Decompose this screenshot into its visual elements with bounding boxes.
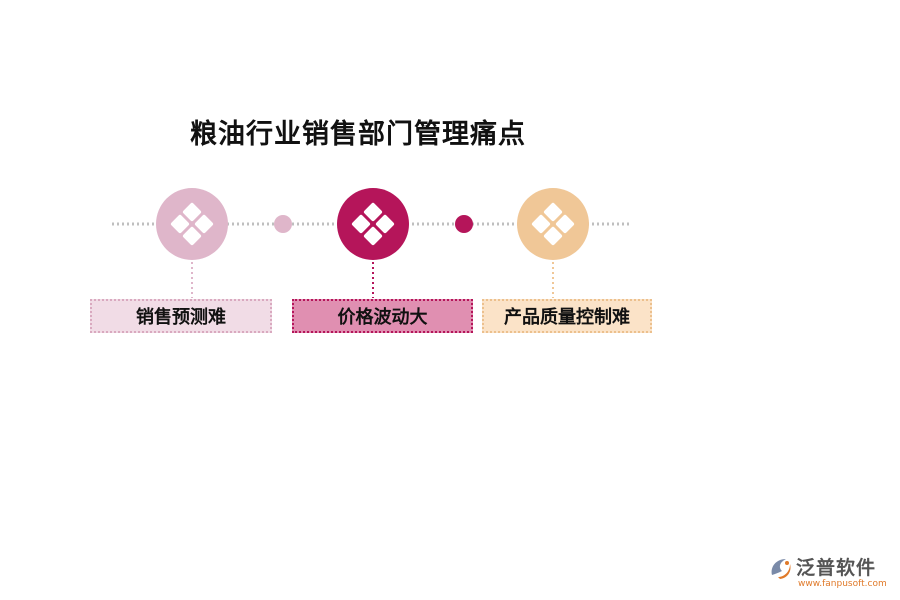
pain-point-node-quality-control bbox=[517, 188, 589, 260]
four-diamond-icon bbox=[531, 202, 575, 246]
connector-dot bbox=[455, 215, 473, 233]
brand-url: www.fanpusoft.com bbox=[798, 579, 887, 589]
pain-point-node-sales-forecast bbox=[156, 188, 228, 260]
connector-dot bbox=[274, 215, 292, 233]
pain-point-node-price-volatility bbox=[337, 188, 409, 260]
diagram-title: 粮油行业销售部门管理痛点 bbox=[190, 119, 526, 150]
four-diamond-icon bbox=[351, 202, 395, 246]
pain-point-label: 产品质量控制难 bbox=[482, 299, 652, 333]
fanpu-logo-icon bbox=[771, 559, 791, 579]
pain-point-label: 价格波动大 bbox=[292, 299, 473, 333]
pain-point-label: 销售预测难 bbox=[90, 299, 272, 333]
brand-name: 泛普软件 bbox=[796, 557, 877, 579]
brand-logo: 泛普软件 www.fanpusoft.com bbox=[768, 553, 892, 593]
four-diamond-icon bbox=[170, 202, 214, 246]
